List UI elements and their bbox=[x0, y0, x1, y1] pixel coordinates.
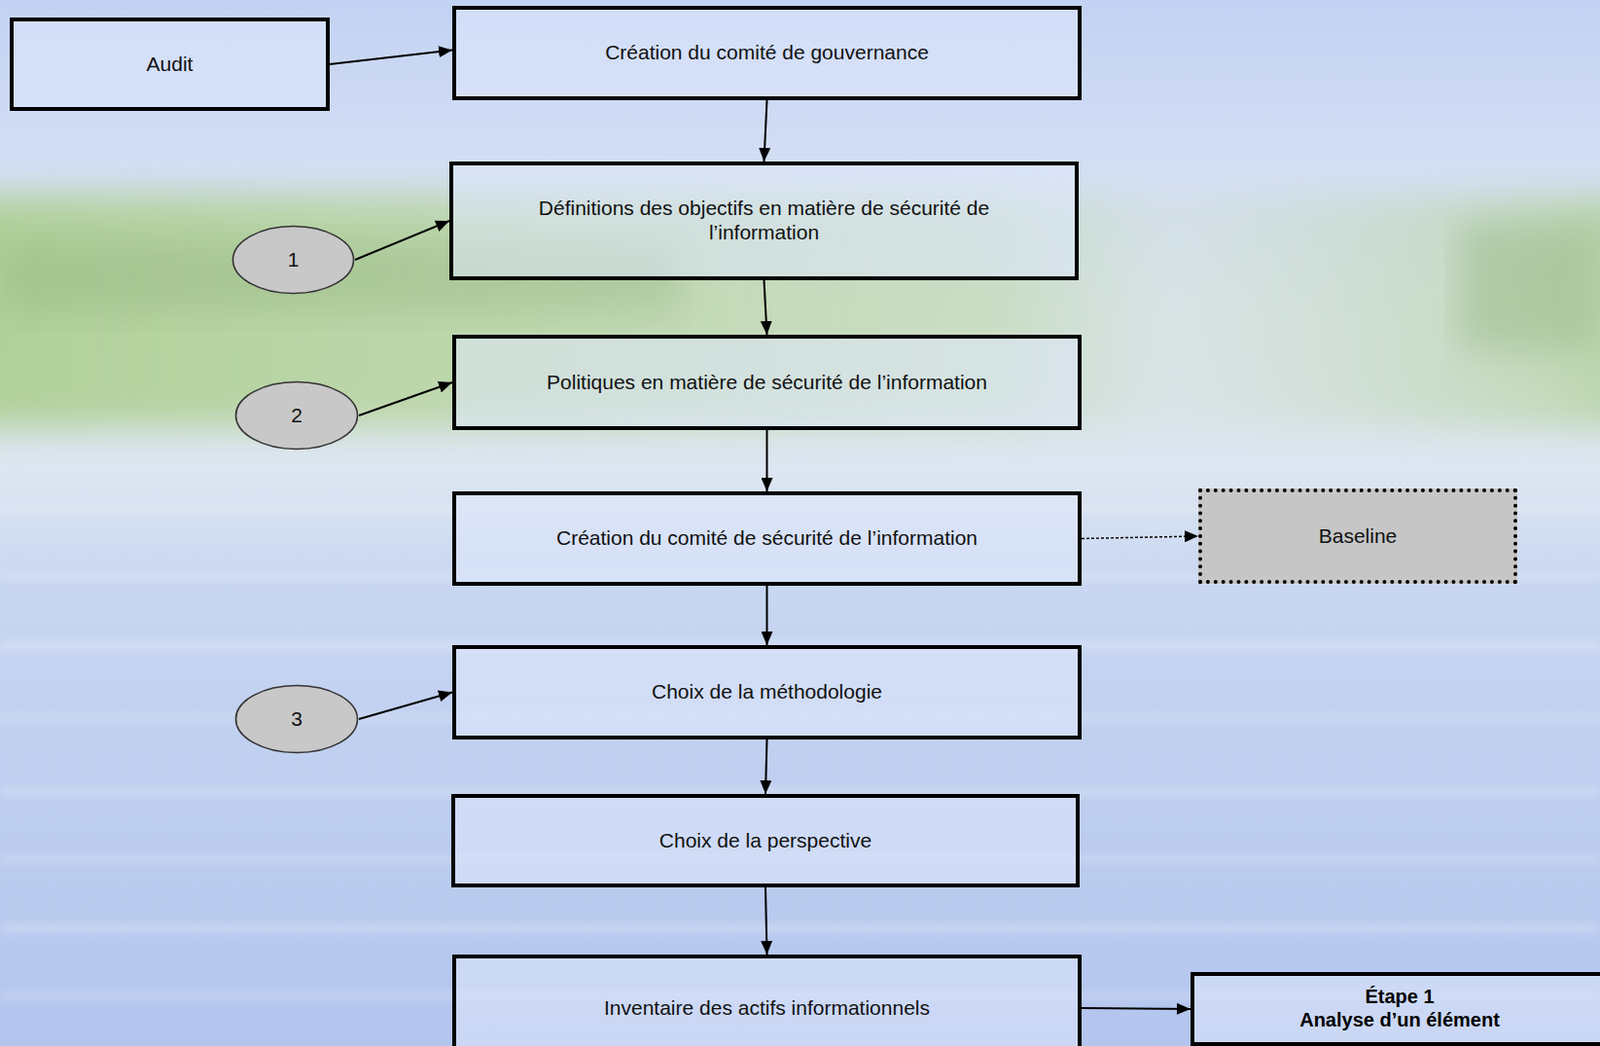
node-label: Baseline bbox=[1318, 524, 1398, 549]
step-box: Étape 1Analyse d’un élément bbox=[1190, 971, 1600, 1046]
callout-number: 1 bbox=[231, 224, 356, 295]
node-label: Inventaire des actifs informationnels bbox=[604, 995, 930, 1021]
callout-number: 3 bbox=[234, 683, 359, 754]
node-label: 2 bbox=[290, 403, 303, 428]
connector-arrow bbox=[1081, 1007, 1191, 1009]
connector-arrow bbox=[355, 220, 450, 260]
process-box: Politiques en matière de sécurité de l’i… bbox=[452, 334, 1082, 430]
connector-arrow bbox=[766, 429, 769, 492]
process-box: Création du comité de gouvernance bbox=[452, 5, 1082, 101]
process-box: Création du comité de sécurité de l’info… bbox=[452, 491, 1082, 586]
connector-arrow bbox=[765, 887, 768, 955]
node-label: Création du comité de sécurité de l’info… bbox=[556, 526, 978, 551]
node-label: Audit bbox=[146, 52, 194, 77]
process-box: Choix de la méthodologie bbox=[452, 644, 1082, 740]
connector-arrow bbox=[764, 100, 768, 162]
node-label: Politiques en matière de sécurité de l’i… bbox=[546, 370, 988, 395]
process-box: Définitions des objectifs en matière de … bbox=[449, 161, 1079, 281]
process-box: Inventaire des actifs informationnels bbox=[452, 954, 1082, 1046]
connector-arrow bbox=[765, 739, 768, 794]
baseline-box: Baseline bbox=[1198, 488, 1518, 584]
callout-number: 2 bbox=[234, 380, 359, 451]
node-label: Étape 1 bbox=[1364, 985, 1434, 1009]
connector-arrow bbox=[358, 692, 453, 720]
connector-arrow bbox=[1081, 535, 1199, 539]
node-label: Choix de la perspective bbox=[659, 828, 872, 854]
trees bbox=[1458, 223, 1600, 351]
connector-arrow bbox=[329, 50, 453, 65]
callout-circle bbox=[233, 226, 355, 294]
node-label: Analyse d’un élément bbox=[1299, 1008, 1500, 1032]
input-box: Audit bbox=[9, 17, 330, 111]
connector-arrow bbox=[764, 280, 768, 335]
node-label: 1 bbox=[287, 248, 300, 273]
connector-arrow bbox=[358, 382, 453, 416]
node-label: Création du comité de gouvernance bbox=[604, 40, 929, 66]
node-label: 3 bbox=[290, 707, 303, 732]
connector-arrow bbox=[766, 585, 769, 645]
node-label: Définitions des objectifs en matière de … bbox=[486, 196, 1042, 246]
callout-circle bbox=[236, 685, 358, 753]
process-box: Choix de la perspective bbox=[451, 793, 1080, 888]
callout-circle bbox=[236, 382, 358, 450]
node-label: Choix de la méthodologie bbox=[651, 679, 883, 705]
